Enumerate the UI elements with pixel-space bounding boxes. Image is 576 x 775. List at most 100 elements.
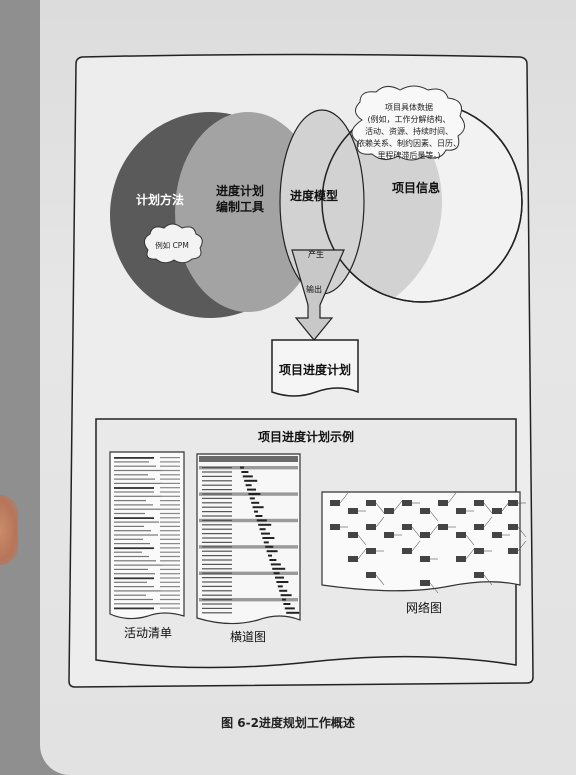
bar-row-bar bbox=[244, 479, 258, 482]
activity-row-value bbox=[160, 594, 180, 596]
bar-row-label bbox=[202, 581, 232, 583]
activity-row-value bbox=[160, 517, 180, 519]
method-example-cloud bbox=[144, 223, 203, 264]
activity-row-value bbox=[160, 581, 180, 583]
network-node bbox=[508, 524, 518, 530]
activity-row bbox=[114, 560, 156, 562]
activity-row bbox=[114, 469, 163, 472]
network-link bbox=[375, 502, 385, 514]
bar-row-label bbox=[202, 467, 232, 469]
activity-row-value bbox=[160, 573, 180, 575]
activity-row bbox=[114, 465, 156, 467]
bar-row-bar bbox=[256, 519, 267, 522]
network-node bbox=[456, 508, 466, 514]
activity-row-value bbox=[160, 512, 180, 515]
network-node bbox=[366, 572, 376, 578]
activity-row-value bbox=[160, 478, 180, 480]
finger bbox=[0, 495, 18, 565]
activity-list-thumbnail bbox=[109, 451, 185, 620]
bar-row-label bbox=[202, 524, 232, 526]
activity-row-value bbox=[160, 586, 180, 588]
method-example-label: 例如 CPM bbox=[155, 240, 189, 250]
network-link bbox=[465, 548, 475, 560]
network-node bbox=[366, 524, 376, 530]
network-node bbox=[402, 500, 412, 506]
activity-row-value bbox=[160, 525, 180, 527]
bar-row-label bbox=[202, 475, 232, 477]
network-link bbox=[429, 582, 439, 594]
network-link bbox=[483, 516, 493, 528]
bar-row-bar bbox=[242, 475, 253, 478]
activity-row-value bbox=[160, 577, 180, 579]
activity-row-value bbox=[160, 508, 180, 510]
network-node bbox=[366, 548, 376, 554]
activity-row bbox=[114, 598, 153, 601]
activity-row bbox=[114, 530, 151, 532]
bar-row-label bbox=[202, 484, 232, 486]
bar-row-bar bbox=[248, 493, 261, 495]
bar-row-bar bbox=[252, 506, 264, 509]
bar-row-label bbox=[202, 585, 232, 587]
activity-row bbox=[114, 551, 142, 553]
activity-row bbox=[114, 521, 159, 523]
activity-row bbox=[114, 577, 154, 580]
bar-row-label bbox=[202, 577, 232, 579]
bar-row-bar bbox=[265, 545, 274, 548]
bar-row-bar bbox=[272, 567, 286, 570]
figure-caption: 图 6-2进度规划工作概述 bbox=[221, 716, 355, 730]
bar-row-bar bbox=[261, 532, 270, 535]
activity-row bbox=[114, 478, 155, 480]
activity-row bbox=[114, 512, 145, 515]
network-node bbox=[366, 500, 376, 506]
bar-row-label bbox=[202, 599, 232, 601]
bar-row-label bbox=[202, 533, 232, 535]
network-node bbox=[456, 556, 466, 562]
activity-row bbox=[114, 594, 146, 596]
network-node bbox=[438, 524, 448, 530]
bar-row-label bbox=[202, 515, 232, 517]
network-node bbox=[330, 500, 340, 506]
bar-row-bar bbox=[270, 563, 281, 566]
bar-row-bar bbox=[275, 576, 284, 579]
network-node bbox=[348, 508, 358, 514]
activity-row-value bbox=[160, 590, 180, 592]
bar-chart-thumbnail bbox=[196, 453, 301, 625]
network-link bbox=[483, 574, 493, 586]
network-node bbox=[420, 580, 430, 586]
network-node bbox=[492, 532, 502, 538]
activity-row bbox=[114, 457, 154, 459]
bar-row-label bbox=[202, 546, 232, 548]
network-link bbox=[429, 510, 439, 522]
bar-row-label bbox=[202, 537, 232, 539]
bar-row-bar bbox=[284, 607, 295, 610]
project-info-label: 项目信息 bbox=[392, 180, 440, 195]
bar-row-bar bbox=[263, 541, 269, 544]
activity-list-label: 活动清单 bbox=[124, 626, 172, 640]
network-node bbox=[420, 508, 430, 514]
network-node bbox=[402, 524, 412, 530]
bar-row-bar bbox=[266, 550, 278, 553]
bar-row-bar bbox=[255, 515, 263, 517]
activity-row-value bbox=[160, 521, 180, 523]
activity-row-value bbox=[160, 564, 180, 566]
activity-row bbox=[114, 607, 154, 610]
bar-chart-label: 横道图 bbox=[230, 630, 266, 644]
bar-row-label bbox=[202, 493, 232, 495]
activity-row-value bbox=[160, 547, 180, 549]
activity-row-value bbox=[160, 555, 180, 558]
bar-row-label bbox=[202, 497, 232, 499]
scheduling-tool-label-1: 进度计划 bbox=[216, 183, 264, 198]
project-schedule-box bbox=[271, 339, 359, 397]
activity-row-value bbox=[160, 469, 180, 472]
bar-row-bar bbox=[283, 603, 291, 605]
bar-row-bar bbox=[273, 572, 280, 575]
project-data-line: 项目具体数据 bbox=[385, 102, 433, 112]
activity-row bbox=[114, 573, 155, 575]
network-link bbox=[465, 534, 475, 546]
activity-row bbox=[114, 508, 160, 510]
network-node bbox=[348, 556, 358, 562]
bar-row-label bbox=[202, 511, 232, 513]
bar-row-label bbox=[202, 594, 232, 596]
bar-row-bar bbox=[282, 598, 286, 601]
activity-row bbox=[114, 538, 143, 540]
